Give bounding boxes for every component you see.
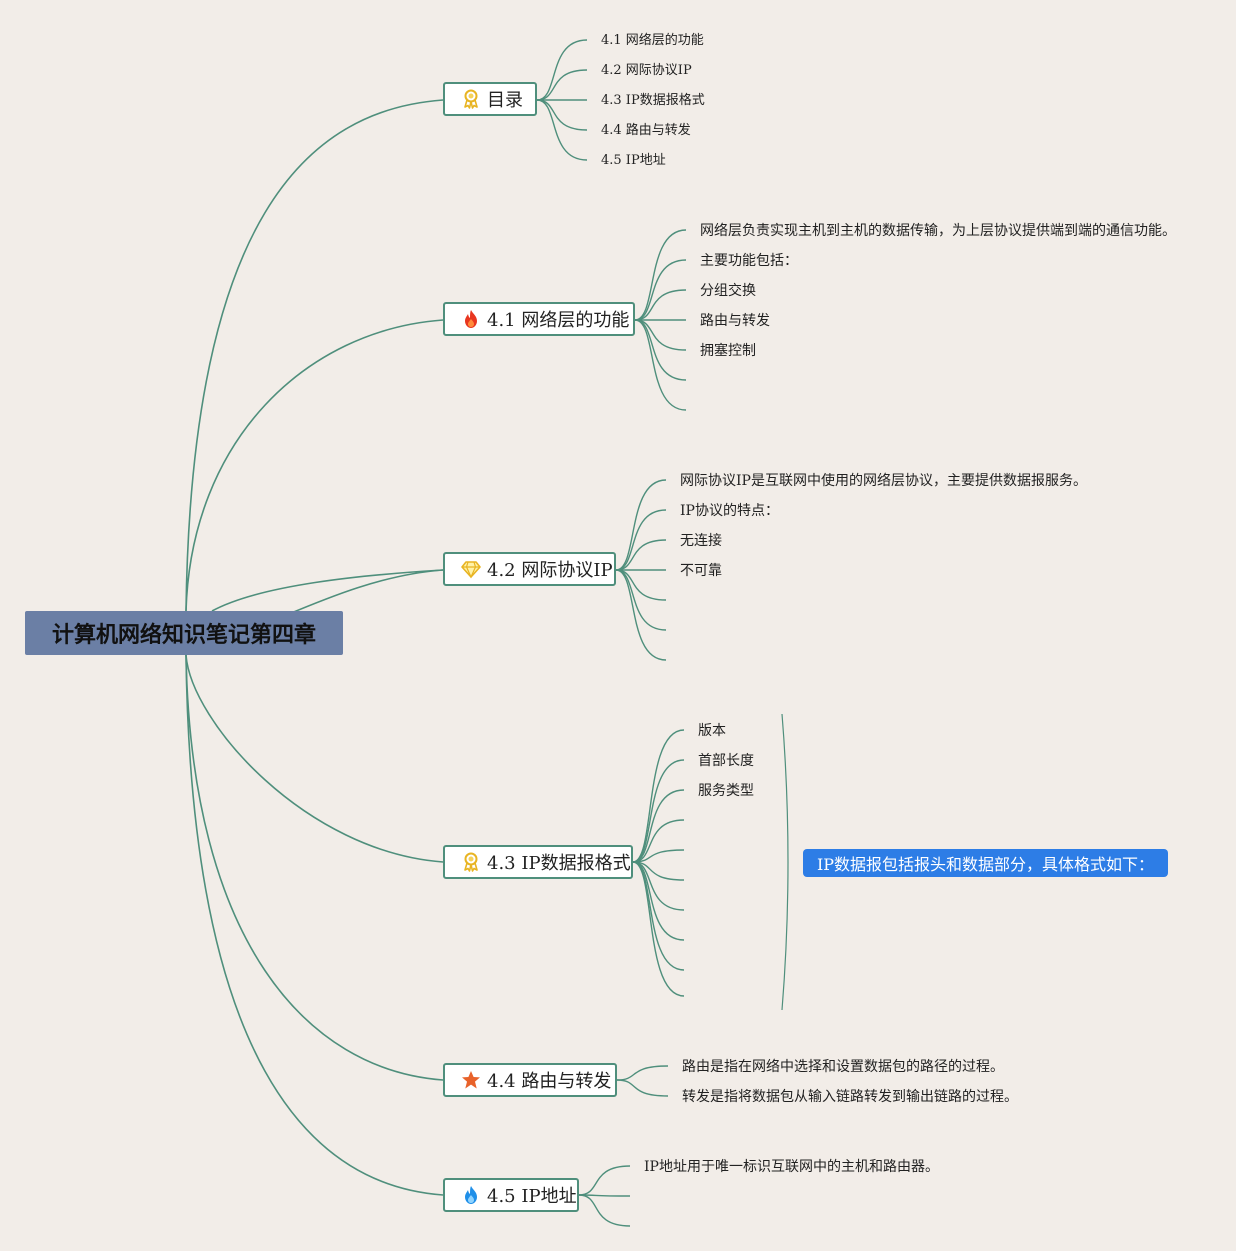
- topic-label: 4.5 IP地址: [487, 1186, 577, 1207]
- list-item: 网络层负责实现主机到主机的数据传输，为上层协议提供端到端的通信功能。: [700, 223, 1176, 239]
- list-item: 版本: [698, 723, 726, 739]
- award-ribbon-icon: [461, 89, 481, 109]
- root-connector: [185, 654, 444, 863]
- star-icon: [461, 1070, 481, 1090]
- root-connector: [185, 319, 444, 612]
- leaf-connector: [632, 861, 685, 997]
- list-item: 4.1 网络层的功能: [601, 33, 704, 48]
- leaf-connector: [536, 99, 588, 131]
- list-item: 不可靠: [680, 563, 722, 579]
- leaf-connector: [632, 819, 685, 863]
- leaf-connector: [634, 289, 687, 321]
- list-item: 无连接: [680, 533, 722, 549]
- topic-label: 4.1 网络层的功能: [487, 310, 630, 331]
- leaf-connector: [616, 1079, 669, 1097]
- root-topic[interactable]: 计算机网络知识笔记第四章: [25, 611, 343, 655]
- topic-label: 4.2 网际协议IP: [487, 560, 613, 581]
- list-item: IP协议的特点：: [680, 503, 779, 519]
- leaf-connector: [632, 789, 685, 863]
- list-item: 路由与转发: [700, 313, 770, 329]
- root-connector: [185, 99, 444, 612]
- leaf-connector: [632, 759, 685, 863]
- leaf-connector: [536, 69, 588, 101]
- root-connector: [185, 654, 444, 1196]
- leaf-connector: [615, 569, 667, 661]
- summary-bracket: [781, 713, 789, 1011]
- leaf-connector: [536, 39, 588, 101]
- fire-icon: [461, 309, 481, 329]
- summary-callout[interactable]: IP数据报包括报头和数据部分，具体格式如下：: [803, 849, 1168, 877]
- leaf-connector: [536, 99, 588, 161]
- root-connector: [211, 569, 444, 612]
- leaf-connector: [632, 729, 685, 863]
- list-item: 路由是指在网络中选择和设置数据包的路径的过程。: [682, 1059, 1004, 1075]
- leaf-connector: [634, 259, 687, 321]
- diamond-icon: [461, 559, 481, 579]
- list-item: 首部长度: [698, 753, 754, 769]
- leaf-connector: [632, 861, 685, 971]
- list-item: 4.4 路由与转发: [601, 123, 691, 138]
- list-item: 主要功能包括：: [700, 253, 798, 269]
- leaf-connector: [616, 1065, 669, 1081]
- topic-4-4[interactable]: 4.4 路由与转发: [443, 1063, 617, 1097]
- leaf-connector: [632, 861, 685, 941]
- topic-4-2[interactable]: 4.2 网际协议IP: [443, 552, 616, 586]
- blue-flame-icon: [461, 1185, 481, 1205]
- topic-label: 目录: [487, 90, 523, 111]
- topic-4-3[interactable]: 4.3 IP数据报格式: [443, 845, 633, 879]
- list-item: 转发是指将数据包从输入链路转发到输出链路的过程。: [682, 1089, 1018, 1105]
- list-item: 分组交换: [700, 283, 756, 299]
- leaf-connector: [634, 319, 687, 411]
- leaf-connector: [632, 861, 685, 881]
- topic-toc[interactable]: 目录: [443, 82, 537, 116]
- leaf-connector: [615, 539, 667, 571]
- leaf-connector: [578, 1194, 631, 1227]
- leaf-connector: [632, 849, 685, 863]
- topic-label: 4.4 路由与转发: [487, 1071, 612, 1092]
- list-item: 4.5 IP地址: [601, 153, 666, 168]
- award-ribbon-icon: [461, 852, 481, 872]
- topic-4-5[interactable]: 4.5 IP地址: [443, 1178, 579, 1212]
- list-item: 拥塞控制: [700, 343, 756, 359]
- leaf-connector: [615, 569, 667, 601]
- leaf-connector: [578, 1165, 631, 1196]
- topic-label: 4.3 IP数据报格式: [487, 853, 631, 874]
- leaf-connector: [634, 319, 687, 351]
- list-item: IP地址用于唯一标识互联网中的主机和路由器。: [644, 1159, 939, 1175]
- topic-4-1[interactable]: 4.1 网络层的功能: [443, 302, 635, 336]
- list-item: 网际协议IP是互联网中使用的网络层协议，主要提供数据报服务。: [680, 473, 1087, 489]
- list-item: 4.2 网际协议IP: [601, 63, 692, 78]
- root-connector: [185, 654, 444, 1081]
- leaf-connector: [634, 229, 687, 321]
- list-item: 4.3 IP数据报格式: [601, 93, 705, 108]
- list-item: 服务类型: [698, 783, 754, 799]
- leaf-connector: [615, 479, 667, 571]
- leaf-connector: [615, 509, 667, 571]
